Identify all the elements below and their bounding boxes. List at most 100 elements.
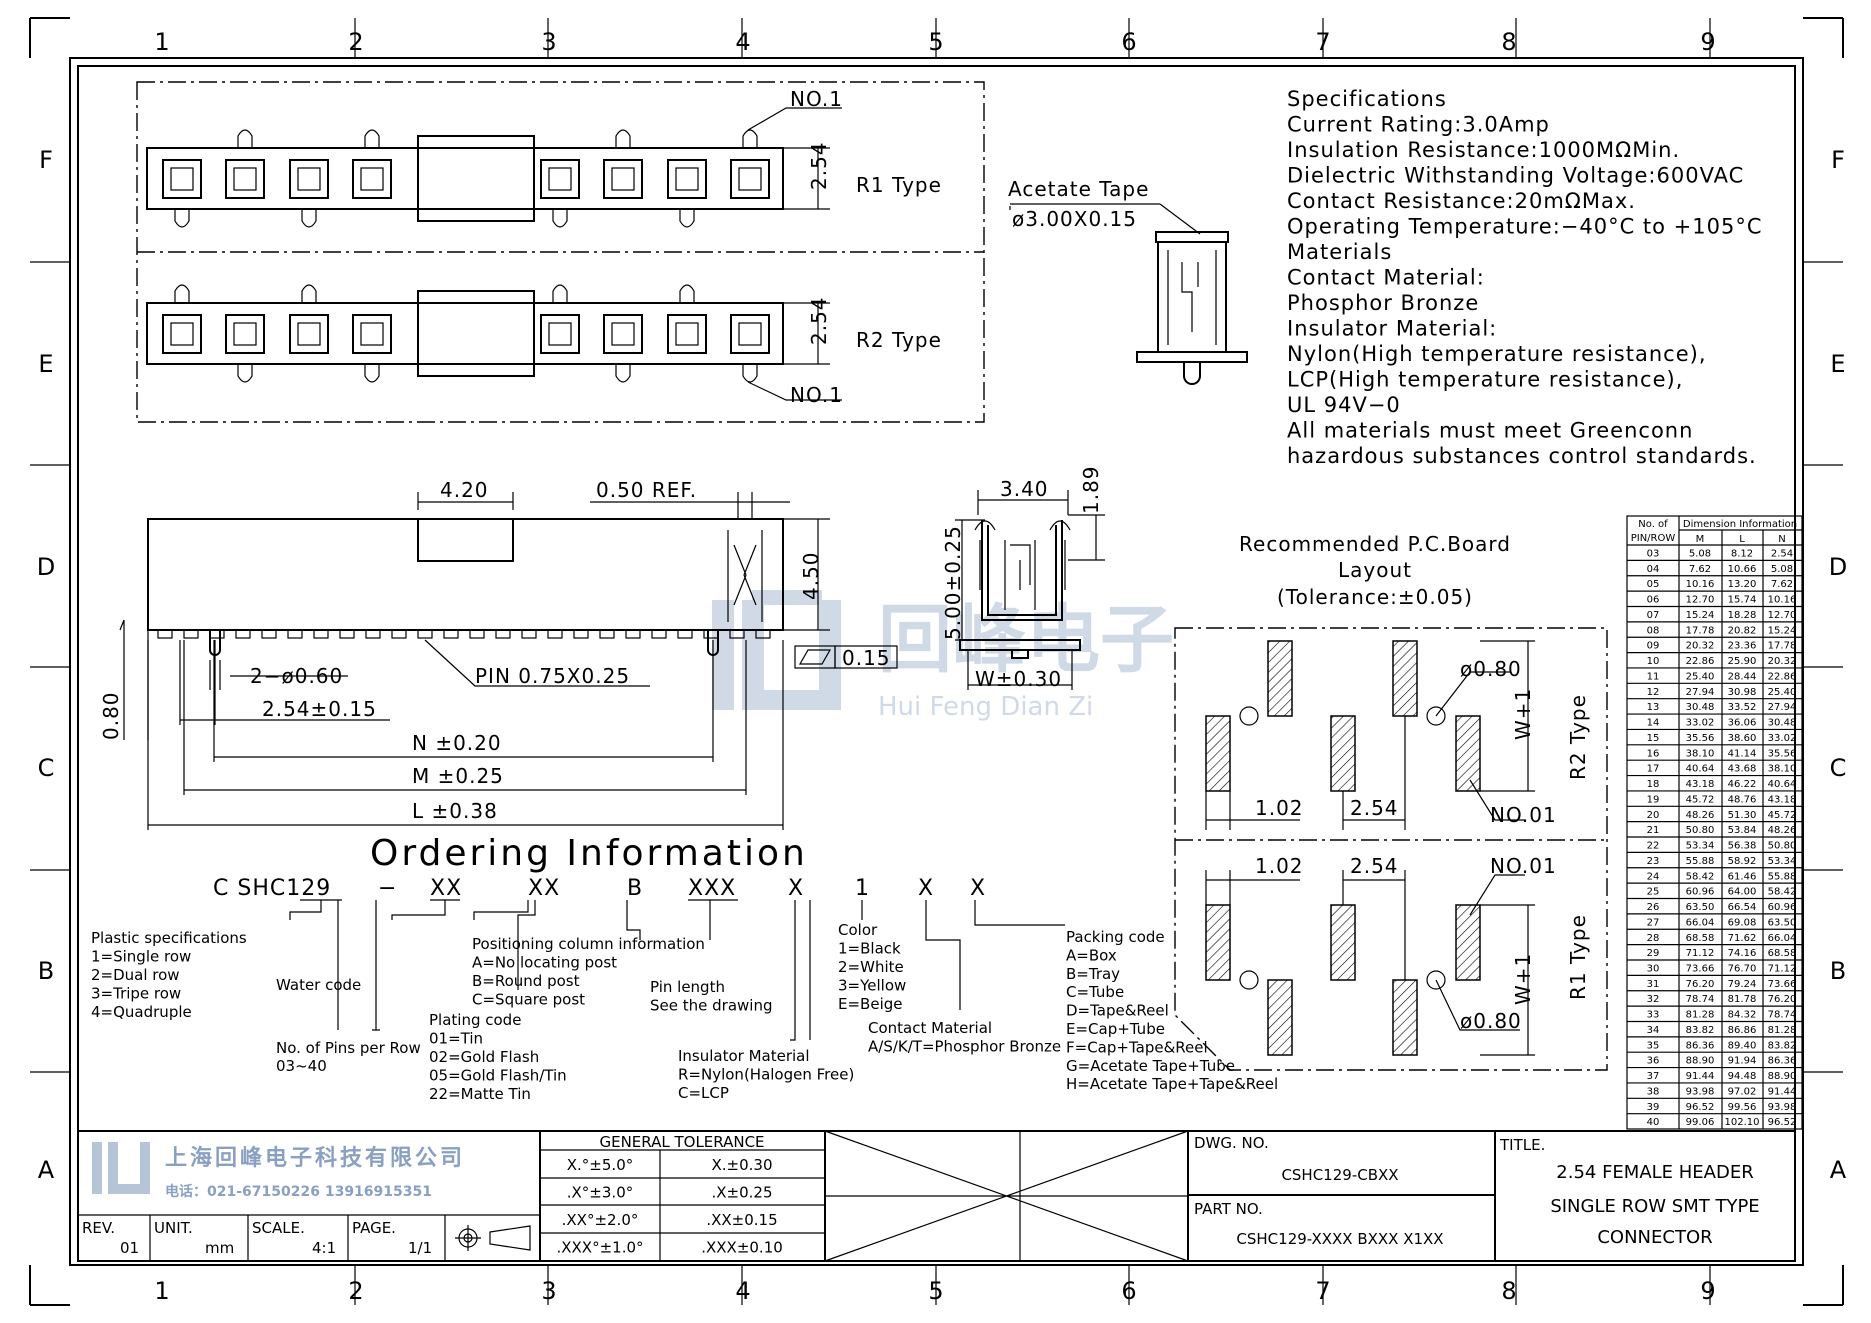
ord-line: 03~40 (276, 1057, 327, 1075)
ord-line: C=Square post (472, 991, 585, 1009)
table-cell: 38.10 (1768, 764, 1797, 775)
table-cell: 79.24 (1728, 979, 1757, 990)
table-cell: 04 (1647, 564, 1660, 575)
ord-line: 01=Tin (429, 1030, 483, 1048)
table-cell: 35.56 (1768, 748, 1797, 759)
col-label: 4 (735, 1277, 750, 1305)
dim-w: W±0.30 (975, 667, 1062, 691)
spec-line: hazardous substances control standards. (1287, 444, 1757, 468)
r1-type-label: R1 Type (856, 173, 942, 197)
table-cell: 10 (1647, 656, 1660, 667)
table-cell: 26 (1647, 902, 1660, 913)
pcb-080-r2: ø0.80 (1460, 657, 1522, 681)
table-cell: 99.56 (1728, 1102, 1757, 1113)
contact-cell (162, 314, 202, 354)
flatness: 0.15 (842, 646, 891, 670)
projection-symbol (455, 1225, 531, 1251)
side-pin (651, 629, 667, 639)
table-cell: 78.74 (1768, 1010, 1797, 1021)
row-label: C (38, 754, 55, 782)
table-cell: 91.94 (1728, 1056, 1757, 1067)
table-cell: 24 (1647, 871, 1660, 882)
ord-line: A=Box (1066, 946, 1117, 964)
table-cell: 15.74 (1728, 595, 1757, 606)
table-cell: 60.96 (1686, 887, 1715, 898)
dim-254: 2.54±0.15 (262, 697, 377, 721)
table-cell: 40.64 (1768, 779, 1797, 790)
dwg-number: CSHC129-CBXX (1281, 1166, 1398, 1184)
table-cell: 25.40 (1768, 687, 1797, 698)
row-label: B (38, 957, 54, 985)
ord-line: A=No locating post (472, 954, 617, 972)
table-cell: 30.48 (1686, 702, 1715, 713)
table-cell: 20.32 (1686, 641, 1715, 652)
tape-size: ø3.00X0.15 (1012, 207, 1137, 231)
table-col-n: N (1778, 534, 1785, 545)
table-cell: 74.16 (1728, 948, 1757, 959)
contact-cell (603, 314, 643, 354)
solder-tail (742, 129, 758, 148)
ordering-information: Ordering Information C SHC129 − XX XX B … (91, 833, 1278, 1103)
col-label: 3 (541, 28, 556, 56)
col-label: 9 (1700, 28, 1715, 56)
table-cell: 76.20 (1686, 979, 1715, 990)
table-cell: 66.04 (1768, 933, 1797, 944)
table-cell: 27.94 (1768, 702, 1797, 713)
table-cell: 13 (1647, 702, 1660, 713)
solder-tail (552, 209, 568, 228)
side-pin (365, 629, 381, 639)
ord-line: 22=Matte Tin (429, 1085, 531, 1103)
table-cell: 45.72 (1686, 794, 1715, 805)
top-view: 2.54 2.54 R1 Type R2 Type NO.1 NO.1 (136, 81, 985, 423)
table-cell: 71.12 (1768, 963, 1797, 974)
page-label: PAGE. (352, 1219, 396, 1237)
r2-type-label: R2 Type (856, 328, 942, 352)
table-cell: 20.82 (1728, 625, 1757, 636)
pcb-r1-label: R1 Type (1566, 914, 1590, 1000)
row-label: F (39, 146, 53, 174)
dim-060: 2−ø0.60 (250, 664, 343, 688)
solder-tail (364, 364, 380, 383)
table-cell: 28.44 (1728, 671, 1757, 682)
title-label: TITLE. (1499, 1136, 1545, 1154)
side-pin (261, 629, 277, 639)
table-cell: 37 (1647, 1071, 1660, 1082)
ord-line: 2=Dual row (91, 966, 180, 984)
table-cell: 33.02 (1686, 718, 1715, 729)
table-cell: 76.20 (1768, 994, 1797, 1005)
ord-line: G=Acetate Tape+Tube (1066, 1057, 1235, 1075)
dim-080: 0.80 (99, 691, 123, 740)
side-pin (339, 629, 355, 639)
table-cell: 63.50 (1768, 917, 1797, 928)
table-cell: 40.64 (1686, 764, 1715, 775)
table-cell: 64.00 (1728, 887, 1757, 898)
contact-cell-inner (738, 322, 762, 346)
side-pin (417, 629, 433, 639)
spec-line: Operating Temperature:−40°C to +105°C (1287, 215, 1763, 239)
dim-450: 4.50 (799, 551, 823, 600)
table-cell: 66.04 (1686, 917, 1715, 928)
pcb-no01-r2: NO.01 (1490, 803, 1557, 827)
table-cell: 15.24 (1768, 625, 1797, 636)
pcb-254-r2: 2.54 (1350, 796, 1399, 820)
ord-line: Pin length (650, 978, 725, 996)
side-pin (495, 629, 511, 639)
contact-cell (225, 314, 265, 354)
table-cell: 2.54 (1771, 549, 1793, 560)
dim-050: 0.50 REF. (596, 478, 697, 502)
contact-cell (289, 159, 329, 199)
contact-cell-inner (548, 167, 572, 191)
contact-cell (603, 159, 643, 199)
table-cell: 23 (1647, 856, 1660, 867)
table-cell: 58.42 (1768, 887, 1797, 898)
code-insulator: X (788, 876, 804, 901)
table-cell: 71.12 (1686, 948, 1715, 959)
table-cell: 50.80 (1686, 825, 1715, 836)
contact-cell-inner (738, 167, 762, 191)
table-cell: 81.78 (1728, 994, 1757, 1005)
table-cell: 27.94 (1686, 687, 1715, 698)
